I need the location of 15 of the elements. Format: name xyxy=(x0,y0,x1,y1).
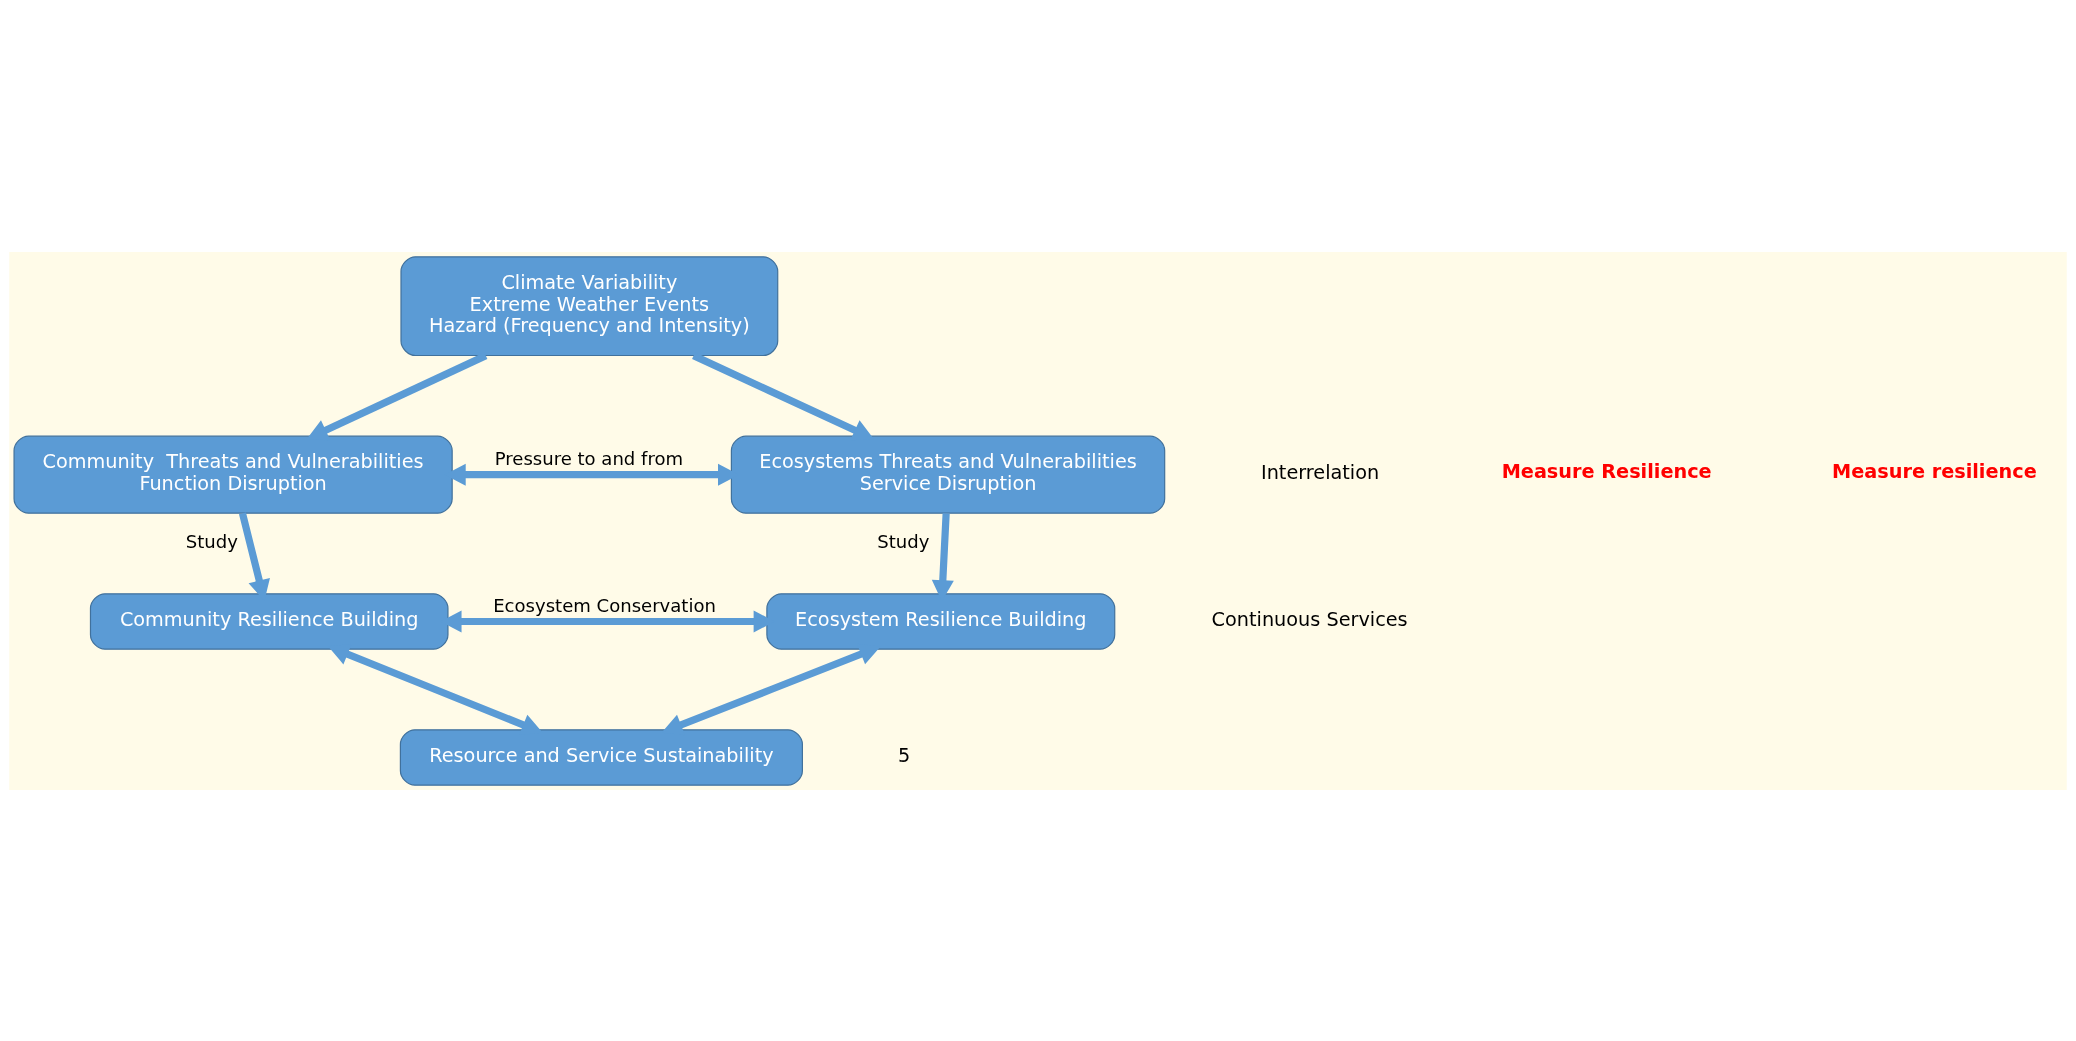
label: Measure Resilience xyxy=(1501,459,1712,483)
node-box: Climate Variability Extreme Weather Events Hazard (Frequency and Intensity) xyxy=(400,255,779,356)
label: 5 xyxy=(898,743,911,767)
node-box: Ecosystem Resilience Building xyxy=(766,592,1116,650)
node-box: Resource and Service Sustainability xyxy=(399,728,803,786)
node-box: Community Resilience Building xyxy=(89,592,449,650)
edge-label: Ecosystem Conservation xyxy=(493,594,716,616)
edge-label: Pressure to and from xyxy=(494,447,684,469)
edge-label: Study xyxy=(185,530,238,552)
label: Continuous Services xyxy=(1211,607,1408,631)
label: Measure resilience xyxy=(1832,459,2037,483)
node-box: Community Threats and Vulnerabilities Function Disruption xyxy=(13,435,453,514)
node-box: Ecosystems Threats and Vulnerabilities Service Disruption xyxy=(730,435,1166,514)
edge-label: Study xyxy=(877,530,930,552)
label: Interrelation xyxy=(1260,460,1380,484)
